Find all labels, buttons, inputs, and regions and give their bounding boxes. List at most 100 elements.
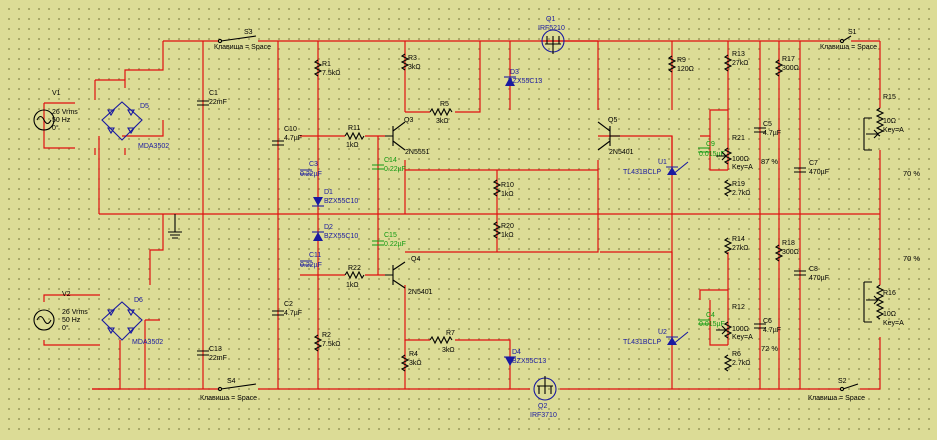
svg-text:C4: C4 (706, 312, 715, 319)
source-v1-phase: 0° (52, 124, 59, 132)
resistor-r4[interactable]: R4 3kΩ (400, 351, 422, 372)
zener-d4[interactable]: D4 BZX55C13 (504, 349, 546, 366)
bridge-d5[interactable]: D5 MDA3502 (101, 101, 169, 150)
bjt-q5[interactable]: Q5 2N5401 (597, 117, 634, 156)
switch-s2-ref: S2 (838, 378, 847, 385)
resistor-r11[interactable]: R11 1kΩ (344, 125, 365, 149)
capacitor-c9-value: 0.015µF (699, 151, 725, 158)
resistor-r20[interactable]: R20 1kΩ (492, 221, 514, 239)
resistor-r2[interactable]: R2 7.5kΩ (313, 332, 340, 352)
regulator-u2-part: TL431BCLP (623, 339, 661, 346)
svg-text:R1: R1 (322, 61, 331, 68)
zener-d2[interactable]: D2 BZX55C10 (312, 224, 358, 241)
switch-s1[interactable]: S1 Клавиша = Space (820, 29, 877, 51)
capacitor-c14[interactable]: C14 0.22µF (372, 157, 406, 173)
pot-r16[interactable]: R16 10Ω Key=A 70 % (863, 254, 920, 327)
resistor-r5-value: 3kΩ (436, 118, 449, 125)
switch-s3-ref: S3 (244, 29, 253, 36)
capacitor-c9[interactable]: C9 0.015µF (698, 141, 725, 158)
svg-text:R13: R13 (732, 51, 745, 58)
switch-s3[interactable]: S3 Клавиша = Space (214, 29, 271, 51)
zener-d1-part: BZX55C10 (324, 198, 358, 205)
resistor-r22[interactable]: R22 1kΩ (344, 265, 365, 289)
svg-text:C1: C1 (209, 90, 218, 97)
capacitor-c11-value: 0.22µF (300, 262, 322, 269)
pot-r21-pct: 87 % (761, 157, 778, 166)
switch-s2[interactable]: S2 Клавиша = Space (808, 378, 865, 402)
capacitor-c13[interactable]: C13 22mF (197, 346, 227, 362)
resistor-r6[interactable]: R6 2.7kΩ (723, 351, 750, 372)
pot-r16-value: 10Ω (883, 311, 896, 318)
pot-r15[interactable]: R15 10Ω Key=A 70 % (863, 94, 920, 178)
zener-d1[interactable]: D1 BZX55C10 (312, 189, 358, 207)
switch-s3-key: Клавиша = Space (214, 44, 271, 51)
pot-r15-key: Key=A (883, 127, 904, 134)
wires (43, 40, 881, 390)
resistor-r17[interactable]: R17 300Ω (774, 56, 799, 77)
resistor-r19[interactable]: R19 2.7kΩ (723, 179, 750, 197)
resistor-r5[interactable]: R5 3kΩ (429, 101, 453, 125)
capacitor-c8[interactable]: C8 470µF (794, 266, 829, 282)
bridge-d6-part: MDA3502 (132, 339, 163, 346)
resistor-r7[interactable]: R7 3kΩ (429, 330, 455, 354)
resistor-r13-value: 27kΩ (732, 60, 749, 67)
source-v2[interactable]: V2 26 Vrms 50 Hz 0° (33, 291, 88, 332)
svg-text:C10: C10 (284, 126, 297, 133)
source-v1[interactable]: V1 26 Vrms 50 Hz 0° (33, 90, 78, 132)
resistor-r22-value: 1kΩ (346, 282, 359, 289)
svg-text:R14: R14 (732, 236, 745, 243)
source-v2-freq: 50 Hz (62, 317, 81, 324)
svg-text:R11: R11 (348, 125, 360, 132)
resistor-r1-value: 7.5kΩ (322, 70, 340, 77)
svg-text:C8: C8 (809, 266, 818, 273)
capacitor-c15-value: 0.22µF (384, 241, 406, 248)
pot-r12[interactable]: R12 100Ω Key=A 72 % (716, 304, 778, 353)
mosfet-q1[interactable]: Q1 IRF5210 (538, 16, 565, 54)
capacitor-c11[interactable]: C11 0.22µF (300, 252, 322, 269)
regulator-u1[interactable]: U1 TL431BCLP (623, 159, 689, 176)
svg-text:C5: C5 (763, 121, 772, 128)
resistor-r3[interactable]: R3 3kΩ (400, 53, 421, 71)
capacitor-c4[interactable]: C4 0.015µF (698, 312, 725, 328)
resistor-r10[interactable]: R10 1kΩ (492, 179, 514, 198)
capacitor-c5[interactable]: C5 4.7µF (754, 121, 781, 137)
zener-d3[interactable]: D3 BZX55C13 (504, 69, 542, 86)
resistor-r4-value: 3kΩ (409, 360, 422, 367)
capacitor-c2[interactable]: C2 4.7µF (272, 301, 302, 317)
switch-s1-key: Клавиша = Space (820, 44, 877, 51)
resistor-r20-value: 1kΩ (501, 232, 514, 239)
resistor-r11-value: 1kΩ (346, 142, 359, 149)
source-v1-ref: V1 (52, 90, 61, 97)
capacitor-c14-value: 0.22µF (384, 166, 406, 173)
capacitor-c3[interactable]: C3 0.22µF (300, 161, 322, 178)
pot-r12-ref: R12 (732, 304, 745, 311)
capacitor-c10[interactable]: C10 4.7µF (272, 126, 302, 146)
resistor-r14[interactable]: R14 27kΩ (723, 236, 749, 255)
bjt-q4[interactable]: Q4 2N5401 (385, 256, 433, 296)
capacitor-c8-value: 470µF (809, 275, 829, 282)
mosfet-q2[interactable]: Q2 IRF3710 (530, 376, 557, 419)
bjt-q3[interactable]: Q3 2N5551 (385, 117, 430, 156)
resistor-r9[interactable]: R9 120Ω (667, 55, 694, 73)
resistor-r13[interactable]: R13 27kΩ (723, 51, 749, 72)
pot-r21[interactable]: R21 100Ω Key=A 87 % (716, 135, 778, 171)
zener-d4-part: BZX55C13 (512, 358, 546, 365)
svg-text:R3: R3 (408, 55, 417, 62)
resistor-r18[interactable]: R18 300Ω (774, 240, 799, 262)
resistor-r19-value: 2.7kΩ (732, 190, 750, 197)
capacitor-c6[interactable]: C6 4.7µF (754, 318, 781, 334)
capacitor-c15[interactable]: C15 0.22µF (372, 232, 406, 248)
bridge-d6[interactable]: D6 MDA3502 (101, 297, 163, 346)
capacitor-c1[interactable]: C1 22mF (197, 90, 227, 106)
svg-text:C13: C13 (209, 346, 222, 353)
resistor-r3-value: 3kΩ (408, 64, 421, 71)
capacitor-c7[interactable]: C7 470µF (794, 160, 829, 176)
switch-s4[interactable]: S4 Клавиша = Space (200, 378, 257, 402)
pot-r16-pct: 70 % (903, 254, 920, 263)
regulator-u2[interactable]: U2 TL431BCLP (623, 329, 689, 346)
pot-r15-value: 10Ω (883, 118, 896, 125)
bridge-d5-ref: D5 (140, 103, 149, 110)
resistor-r1[interactable]: R1 7.5kΩ (313, 59, 340, 77)
